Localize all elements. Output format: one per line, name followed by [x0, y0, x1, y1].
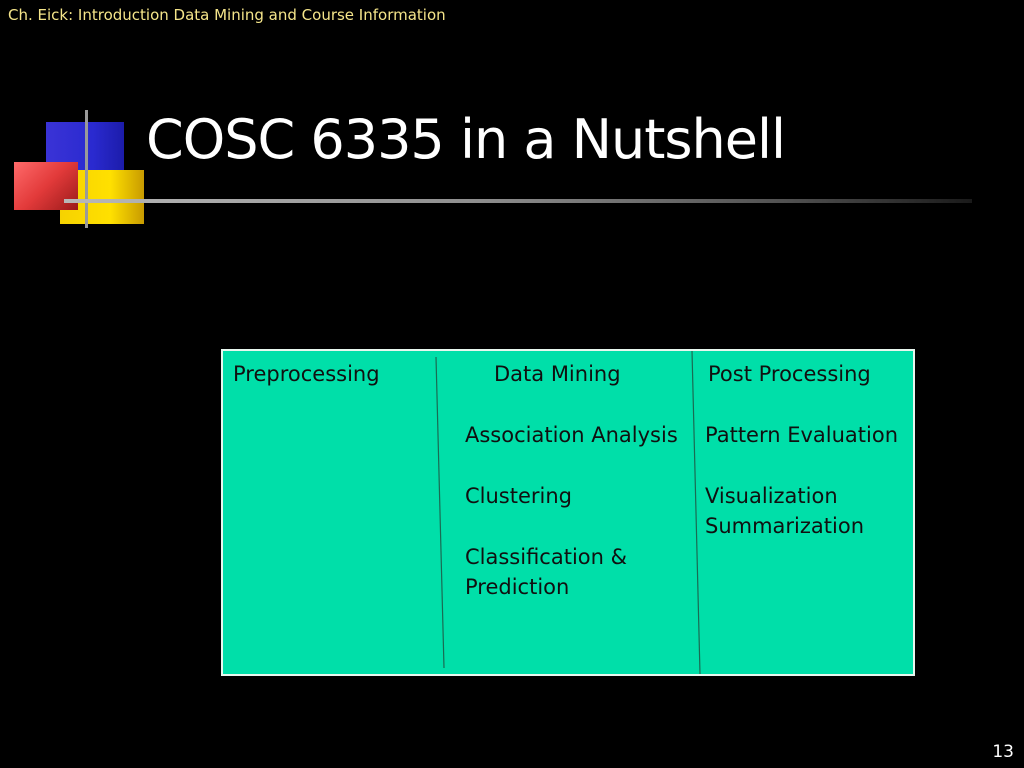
- decorative-logo: [0, 0, 160, 240]
- divider-line-right: [691, 351, 701, 674]
- slide-title: COSC 6335 in a Nutshell: [146, 108, 786, 171]
- post-processing-item-visualization: Visualization: [705, 484, 838, 508]
- data-mining-item-clustering: Clustering: [465, 484, 573, 508]
- post-processing-item-pattern-evaluation: Pattern Evaluation: [705, 423, 899, 447]
- post-processing-item-summarization: Summarization: [705, 514, 865, 538]
- logo-vertical-line: [85, 110, 88, 228]
- data-mining-item-prediction: Prediction: [465, 575, 570, 599]
- title-underline-rule: [64, 199, 972, 203]
- header-running-title: Ch. Eick: Introduction Data Mining and C…: [8, 6, 446, 24]
- divider-line-left: [435, 356, 445, 669]
- column-heading-post-processing: Post Processing: [708, 362, 871, 386]
- column-dividers: [435, 351, 701, 674]
- column-heading-data-mining: Data Mining: [494, 362, 621, 386]
- data-mining-item-association-analysis: Association Analysis: [465, 423, 678, 447]
- data-mining-item-classification: Classification &: [465, 545, 628, 569]
- nutshell-diagram-box: Preprocessing Data Mining Association An…: [221, 349, 915, 676]
- slide-number: 13: [992, 742, 1014, 762]
- column-heading-preprocessing: Preprocessing: [233, 362, 380, 386]
